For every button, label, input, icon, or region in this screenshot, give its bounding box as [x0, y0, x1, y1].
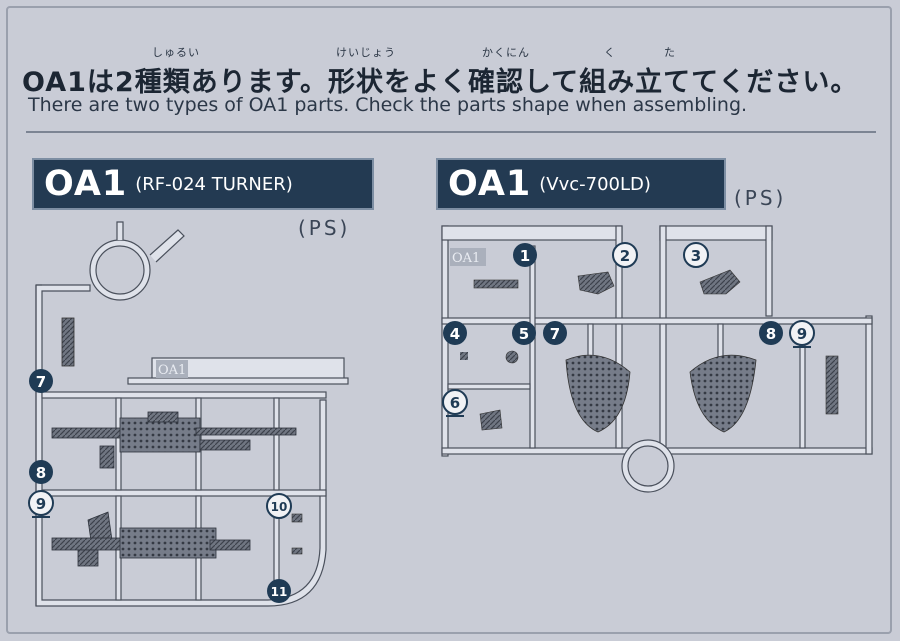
callout-4-text: 4	[450, 325, 460, 343]
right-callout-4: 4	[443, 321, 467, 345]
left-callout-8: 8	[29, 460, 53, 484]
furigana-kakunin: かくにん	[482, 46, 530, 59]
callout-1-text: 1	[520, 247, 530, 265]
part-10	[291, 513, 303, 523]
header-divider	[26, 131, 876, 133]
left-callout-11: 11	[267, 579, 291, 603]
left-material: (PS)	[298, 216, 351, 240]
right-callout-8: 8	[759, 321, 783, 345]
left-part-code: OA1	[44, 164, 128, 204]
callout-2-text: 2	[620, 247, 630, 265]
left-callout-10: 10	[266, 493, 292, 519]
right-part-label: OA1 (Vvc-700LD)	[436, 158, 726, 210]
furigana-keijou: けいじょう	[336, 46, 396, 59]
callout-9-left-text: 9	[36, 495, 46, 513]
page-title-jp: OA1は2種類あります。形状をよく確認して組み立ててください。	[22, 67, 859, 98]
page-frame	[6, 6, 892, 634]
part-11	[291, 547, 303, 555]
left-callout-9: 9	[28, 490, 54, 518]
part-2	[577, 271, 615, 295]
part-9-right	[825, 355, 839, 415]
left-runner-tag: OA1	[158, 363, 186, 378]
page-title-en: There are two types of OA1 parts. Check …	[28, 94, 748, 116]
callout-7-right-text: 7	[550, 325, 560, 343]
callout-8-right-text: 8	[766, 325, 776, 343]
part-4	[460, 352, 468, 360]
part-1	[473, 279, 519, 289]
right-part-variant: (Vvc-700LD)	[539, 173, 651, 195]
left-part-variant: (RF-024 TURNER)	[135, 173, 293, 195]
right-runner-frame	[441, 225, 873, 493]
shield-part-right	[689, 354, 757, 433]
shield-part-left	[565, 354, 631, 433]
callout-11-text: 11	[271, 585, 288, 599]
part-7-left	[61, 317, 75, 367]
callout-10-text: 10	[271, 500, 288, 514]
right-callout-2: 2	[612, 242, 638, 268]
gun-part-9	[51, 511, 251, 567]
left-callout-7: 7	[29, 369, 53, 393]
callout-9-right-text: 9	[797, 325, 807, 343]
left-part-label: OA1 (RF-024 TURNER)	[32, 158, 374, 210]
right-callout-3: 3	[683, 242, 709, 268]
right-callout-6: 6	[442, 389, 468, 417]
part-5	[505, 350, 519, 364]
right-callout-7: 7	[543, 321, 567, 345]
callout-5-text: 5	[519, 325, 529, 343]
right-runner-tag-box	[450, 248, 486, 266]
part-3	[699, 269, 741, 295]
left-runner-tag-box	[156, 360, 188, 378]
right-callout-1: 1	[513, 243, 537, 267]
right-part-code: OA1	[448, 164, 532, 204]
callout-3-text: 3	[691, 247, 701, 265]
part-6	[479, 409, 503, 431]
right-callout-9: 9	[789, 320, 815, 348]
right-runner-tag: OA1	[452, 251, 480, 266]
callout-6-text: 6	[450, 394, 460, 412]
furigana-ku: く	[604, 46, 616, 59]
callout-7-left-text: 7	[36, 373, 46, 391]
right-callout-5: 5	[512, 321, 536, 345]
callout-8-left-text: 8	[36, 464, 46, 482]
furigana-shurui: しゅるい	[152, 46, 200, 59]
right-material: (PS)	[734, 186, 787, 210]
furigana-ta: た	[664, 46, 676, 59]
gun-part-8	[51, 411, 297, 469]
